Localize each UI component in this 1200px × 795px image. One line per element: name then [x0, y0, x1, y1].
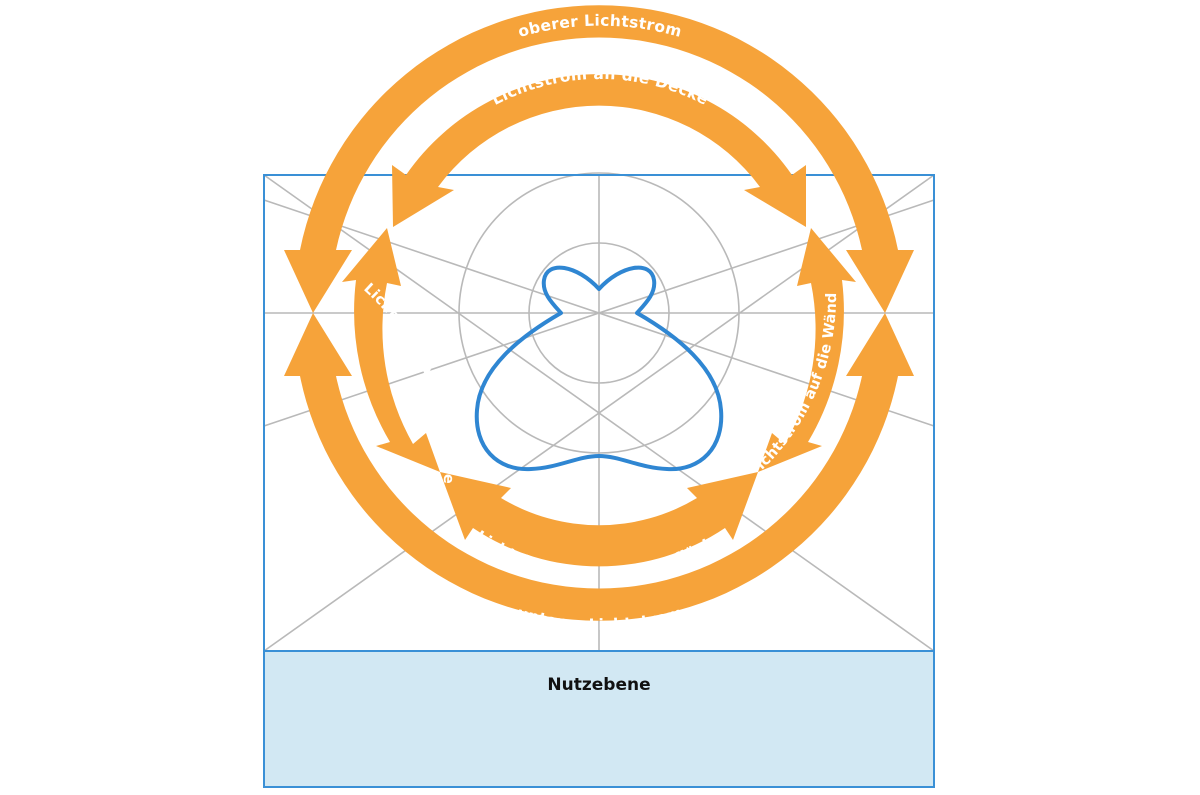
flux-arrows [284, 5, 914, 621]
work-plane-label: Nutzebene [547, 675, 650, 695]
lower-flux-arrow [284, 313, 914, 621]
light-distribution-curve [474, 265, 724, 472]
wall-flux-left-arrow [342, 228, 440, 472]
work-plane-flux-arrow [440, 472, 758, 567]
upper-flux-arrow [284, 5, 914, 314]
ceiling-flux-arrow [392, 74, 806, 227]
room-frame [263, 174, 935, 652]
work-plane-area [263, 650, 935, 788]
wall-flux-right-arrow [758, 228, 856, 472]
